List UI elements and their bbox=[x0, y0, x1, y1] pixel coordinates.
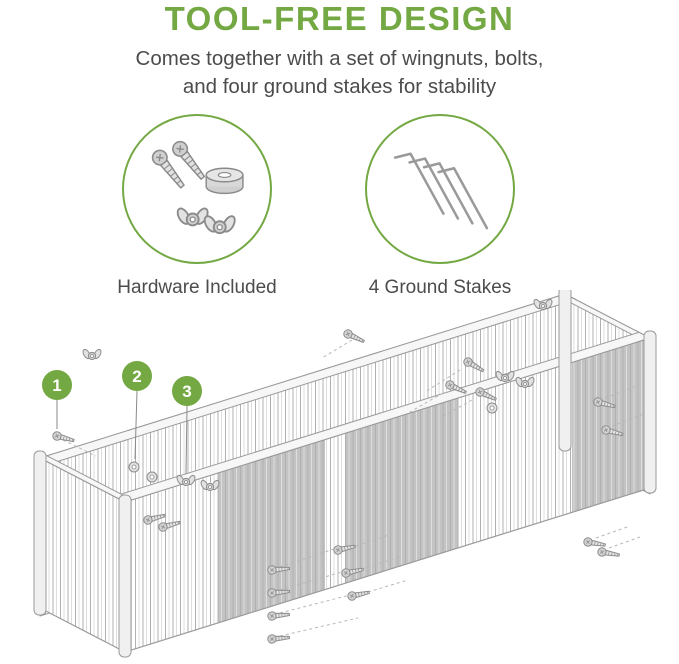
bolt-icon bbox=[346, 587, 371, 602]
stakes-circle bbox=[365, 114, 515, 264]
washer-stack-icon bbox=[204, 167, 244, 194]
corner-post bbox=[558, 290, 572, 452]
bolt-icon bbox=[341, 327, 367, 346]
garden-bed-illustration bbox=[33, 290, 657, 658]
hardware-circle bbox=[122, 114, 272, 264]
subtitle-line2: and four ground stakes for stability bbox=[182, 75, 497, 98]
corner-post bbox=[118, 494, 132, 658]
callout-1-badge: 1 bbox=[42, 370, 72, 400]
hardware-label: Hardware Included bbox=[117, 277, 277, 298]
stakes-label: 4 Ground Stakes bbox=[368, 277, 512, 298]
wingnut-icon bbox=[81, 347, 103, 361]
wingnuts-icon bbox=[173, 205, 238, 235]
subtitle: Comes together with a set of wingnuts, b… bbox=[0, 45, 679, 101]
corner-post bbox=[33, 450, 47, 616]
corner-post bbox=[643, 330, 657, 494]
bolts-icon bbox=[148, 137, 209, 192]
callout-3-badge: 3 bbox=[172, 376, 202, 406]
bolt-icon bbox=[596, 546, 621, 560]
washer-icon bbox=[146, 471, 158, 483]
ground-stakes-icon bbox=[393, 151, 488, 229]
subtitle-line1: Comes together with a set of wingnuts, b… bbox=[135, 47, 544, 70]
page-title: TOOL-FREE DESIGN bbox=[164, 0, 515, 37]
assembly-diagram: 1 2 3 bbox=[0, 290, 679, 664]
feature-ground-stakes: 4 Ground Stakes bbox=[330, 114, 550, 299]
washer-icon bbox=[486, 402, 498, 414]
bolt-icon bbox=[51, 430, 76, 446]
callout-2-badge: 2 bbox=[122, 361, 152, 391]
callout-lines bbox=[56, 390, 188, 475]
hardware-icon bbox=[148, 137, 244, 235]
feature-hardware-included: Hardware Included bbox=[87, 114, 307, 299]
washer-icon bbox=[128, 461, 140, 473]
bed-structure bbox=[33, 290, 657, 658]
assembly-leader-lines bbox=[62, 339, 645, 637]
